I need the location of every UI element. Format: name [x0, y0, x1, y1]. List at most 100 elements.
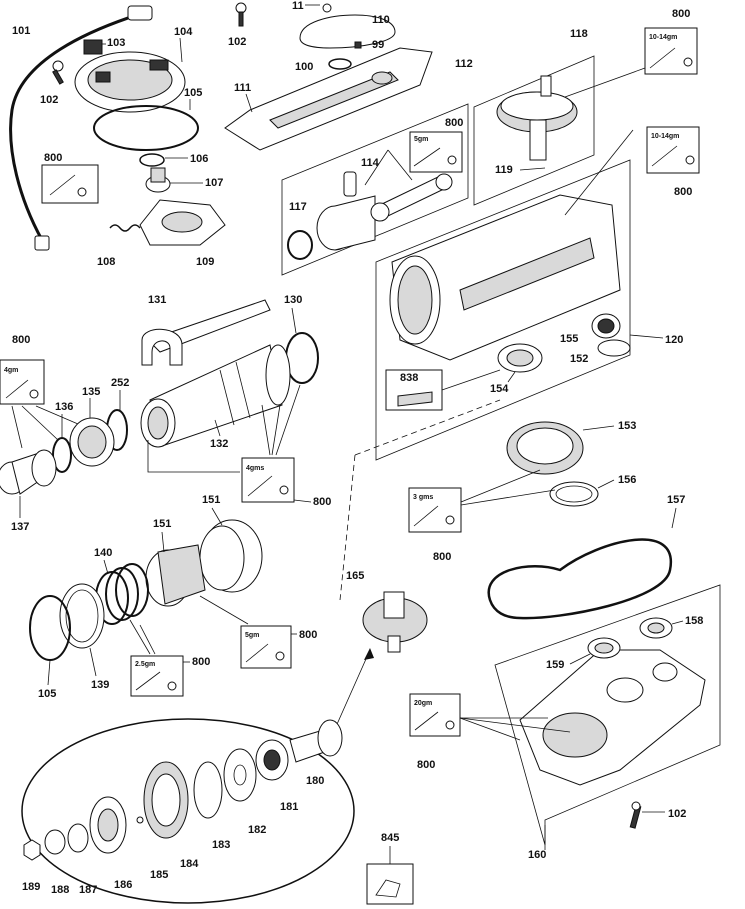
label-800f: 800 — [313, 496, 331, 508]
grease-box-800c: 10-14gm — [644, 27, 698, 75]
label-187: 187 — [79, 884, 97, 896]
switch-cover-104 — [74, 51, 186, 113]
oring-105a — [93, 105, 199, 151]
conrod — [370, 173, 453, 222]
spring-108 — [109, 224, 141, 232]
grease-qty-4gms: 4gms — [246, 465, 264, 472]
pin-114 — [343, 171, 357, 197]
label-111: 111 — [234, 82, 251, 94]
label-137: 137 — [11, 521, 29, 533]
ring-152 — [597, 339, 631, 357]
leader-132-box — [147, 440, 240, 473]
label-99: 99 — [372, 39, 384, 51]
gearcase-160 — [519, 649, 706, 786]
label-117: 117 — [289, 201, 307, 213]
label-110: 110 — [372, 14, 390, 26]
label-100: 100 — [295, 61, 313, 73]
bearing-155 — [591, 313, 621, 339]
label-159: 159 — [546, 659, 564, 671]
label-136: 136 — [55, 401, 73, 413]
grease-qty-2-5gm: 2.5gm — [135, 661, 155, 668]
plate-139 — [59, 583, 105, 649]
box-112 — [281, 103, 469, 276]
box-160 — [494, 584, 721, 846]
label-185: 185 — [150, 869, 168, 881]
gear-118 — [496, 75, 578, 161]
label-107: 107 — [205, 177, 223, 189]
grease-box-800g: 3 gms — [408, 487, 462, 533]
label-130: 130 — [284, 294, 302, 306]
label-140: 140 — [94, 547, 112, 559]
label-157: 157 — [667, 494, 685, 506]
ring-151a — [199, 519, 263, 593]
cage-151b — [145, 544, 206, 607]
spindle-180 — [289, 719, 343, 763]
grease-box-800a — [41, 164, 99, 204]
screw-102a — [235, 2, 247, 27]
part-99 — [354, 41, 362, 49]
label-102c: 102 — [668, 808, 686, 820]
piston-117 — [316, 195, 376, 251]
grease-qty-3gms: 3 gms — [413, 494, 433, 501]
dash-line — [339, 454, 356, 601]
label-189: 189 — [22, 881, 40, 893]
label-800d: 800 — [674, 186, 692, 198]
label-103: 103 — [107, 37, 125, 49]
label-183: 183 — [212, 839, 230, 851]
ellipse-group — [21, 718, 355, 904]
label-105a: 105 — [184, 87, 202, 99]
grease-qty-20gm: 20gm — [414, 700, 432, 707]
grease-box-800j: 20gm — [409, 693, 461, 737]
label-188: 188 — [51, 884, 69, 896]
label-118: 118 — [570, 28, 588, 40]
carrier-186 — [89, 796, 127, 854]
label-160: 160 — [528, 849, 546, 861]
label-135: 135 — [82, 386, 100, 398]
label-104: 104 — [174, 26, 193, 38]
label-105b: 105 — [38, 688, 56, 700]
label-132: 132 — [210, 438, 228, 450]
label-800i: 800 — [192, 656, 210, 668]
gear-184 — [143, 761, 189, 839]
grease-box-800b: 5gm — [409, 131, 463, 173]
seal-158 — [639, 617, 673, 639]
label-252: 252 — [111, 377, 129, 389]
label-800j: 800 — [417, 759, 435, 771]
ring-187 — [67, 823, 89, 853]
label-800a: 800 — [44, 152, 62, 164]
seal-154 — [497, 343, 543, 373]
label-800b: 800 — [445, 117, 463, 129]
label-186: 186 — [114, 879, 132, 891]
ring-156 — [549, 481, 599, 507]
plate-845 — [366, 863, 414, 905]
bearing-181 — [255, 739, 289, 781]
label-153: 153 — [618, 420, 636, 432]
knob-110 — [299, 3, 396, 49]
label-152: 152 — [570, 353, 588, 365]
label-154: 154 — [490, 383, 509, 395]
label-800g: 800 — [433, 551, 451, 563]
disc-183 — [193, 761, 223, 819]
part-135 — [69, 417, 115, 467]
screw-102c — [629, 801, 642, 829]
label-800e: 800 — [12, 334, 30, 346]
label-181: 181 — [280, 801, 298, 813]
label-800c: 800 — [672, 8, 690, 20]
seal-159 — [587, 637, 621, 659]
gasket-157 — [487, 538, 673, 620]
cylinder-132 — [140, 344, 291, 448]
grease-qty-5gm-a: 5gm — [414, 136, 428, 143]
washer-182 — [223, 748, 257, 802]
grease-qty-5gm-b: 5gm — [245, 632, 259, 639]
label-845: 845 — [381, 832, 399, 844]
balls-185 — [136, 816, 144, 824]
handle-111 — [224, 47, 433, 151]
label-11: 11 — [292, 0, 304, 12]
grease-box-800h: 5gm — [240, 625, 292, 669]
label-102a: 102 — [228, 36, 246, 48]
label-151a: 151 — [202, 494, 220, 506]
gear-153 — [506, 421, 584, 475]
part-107 — [145, 167, 171, 193]
label-131: 131 — [148, 294, 166, 306]
